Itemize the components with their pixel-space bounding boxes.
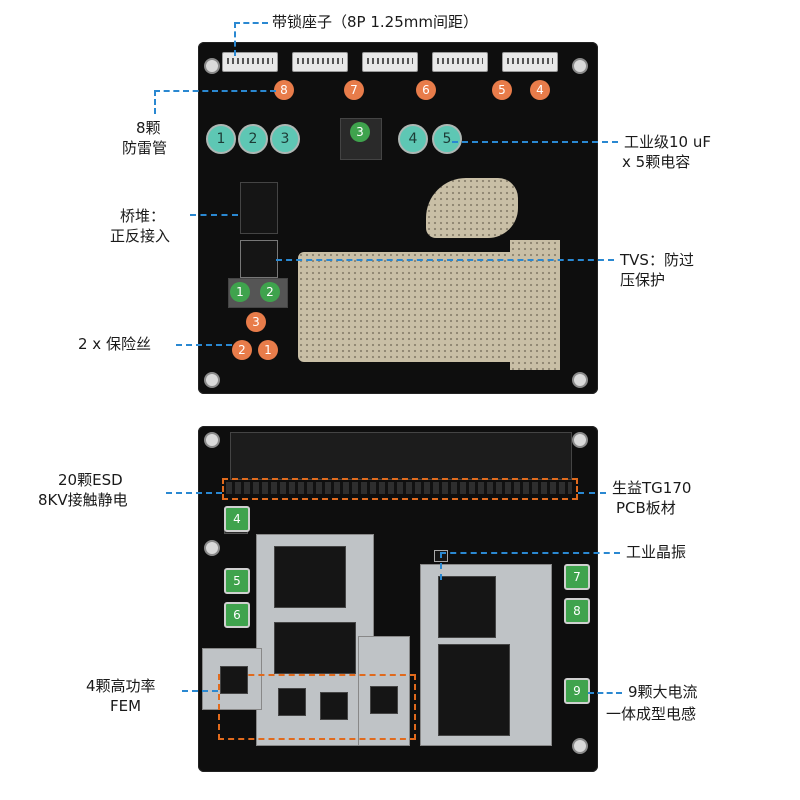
pcb-leader	[578, 492, 606, 494]
fem-chip	[320, 692, 348, 720]
fuse-leader	[176, 344, 232, 346]
bridge-rectifier	[240, 182, 278, 234]
esd-highlight-box	[222, 478, 578, 500]
crystal-leader	[440, 552, 442, 580]
locking-connector	[432, 52, 488, 72]
memory-chip	[438, 644, 510, 736]
locking-connector	[292, 52, 348, 72]
fuse-number: 3	[246, 312, 266, 332]
capacitor-number: 3	[350, 122, 370, 142]
arrester-number: 6	[416, 80, 436, 100]
capacitor-number: 1	[206, 124, 236, 154]
mount-hole	[204, 372, 220, 388]
bridge-number: 2	[260, 282, 280, 302]
bridge-callout: 正反接入	[110, 227, 171, 245]
esd-array	[226, 482, 572, 494]
arrester-callout: 防雷管	[122, 139, 168, 157]
esd-callout: 8KV接触静电	[38, 491, 128, 509]
capacitor-leader	[452, 141, 618, 143]
fem-highlight-box	[218, 674, 416, 740]
soc-chip	[438, 576, 496, 638]
fuse-number: 1	[258, 340, 278, 360]
esd-callout: 20颗ESD	[58, 471, 123, 489]
tvs-diode	[240, 240, 278, 278]
inductor-callout: 9颗大电流	[628, 683, 698, 701]
arrester-leader	[154, 90, 276, 92]
connector-leader	[234, 22, 236, 56]
inductor-number: 7	[564, 564, 590, 590]
arrester-number: 5	[492, 80, 512, 100]
arrester-callout: 8颗	[136, 119, 161, 137]
pcb-callout: PCB板材	[616, 499, 676, 517]
crystal-leader	[440, 552, 620, 554]
fuse-number: 2	[232, 340, 252, 360]
capacitor-callout: 工业级10 uF	[624, 133, 711, 151]
copper-pour	[298, 252, 548, 362]
copper-pour	[426, 178, 518, 238]
mount-hole	[572, 738, 588, 754]
inductor-number: 4	[224, 506, 250, 532]
rj45-header	[230, 432, 572, 480]
bottom-pcb-board: 4 5 6 7 8 9	[198, 426, 598, 772]
crystal-callout: 工业晶振	[626, 543, 687, 561]
fem-chip	[220, 666, 248, 694]
locking-connector	[362, 52, 418, 72]
capacitor-number: 2	[238, 124, 268, 154]
bridge-leader	[190, 214, 238, 216]
tvs-callout: TVS：防过	[620, 251, 694, 269]
fem-callout: FEM	[110, 697, 142, 715]
inductor-number: 5	[224, 568, 250, 594]
bridge-callout: 桥堆：	[120, 207, 166, 225]
inductor-number: 9	[564, 678, 590, 704]
arrester-number: 7	[344, 80, 364, 100]
inductor-leader	[588, 692, 622, 694]
fem-leader	[182, 690, 218, 692]
capacitor-number: 3	[270, 124, 300, 154]
copper-pour	[510, 240, 560, 370]
fem-callout: 4颗高功率	[86, 677, 156, 695]
pcb-callout: 生益TG170	[612, 479, 692, 497]
fuse-callout: 2 x 保险丝	[78, 335, 151, 353]
mount-hole	[204, 58, 220, 74]
capacitor-number: 4	[398, 124, 428, 154]
bridge-number: 1	[230, 282, 250, 302]
capacitor-number: 5	[432, 124, 462, 154]
mount-hole	[572, 372, 588, 388]
capacitor-callout: x 5颗电容	[622, 153, 691, 171]
arrester-number: 4	[530, 80, 550, 100]
mount-hole	[204, 432, 220, 448]
arrester-number: 8	[274, 80, 294, 100]
inductor-number: 8	[564, 598, 590, 624]
inductor-callout: 一体成型电感	[606, 705, 697, 723]
inductor-number: 6	[224, 602, 250, 628]
locking-connector	[222, 52, 278, 72]
mount-hole	[572, 432, 588, 448]
top-pcb-board: 8 7 6 5 4 1 2 3 3 4 5 1 2 3 2 1	[198, 42, 598, 394]
mount-hole	[572, 58, 588, 74]
memory-chip	[274, 622, 356, 674]
locking-connector	[502, 52, 558, 72]
fem-chip	[370, 686, 398, 714]
tvs-callout: 压保护	[620, 271, 666, 289]
mount-hole	[204, 540, 220, 556]
fem-chip	[278, 688, 306, 716]
connector-callout: 带锁座子（8P 1.25mm间距）	[272, 13, 478, 31]
soc-chip	[274, 546, 346, 608]
connector-leader	[234, 22, 268, 24]
arrester-leader	[154, 90, 156, 114]
tvs-leader	[276, 259, 614, 261]
esd-leader	[166, 492, 222, 494]
